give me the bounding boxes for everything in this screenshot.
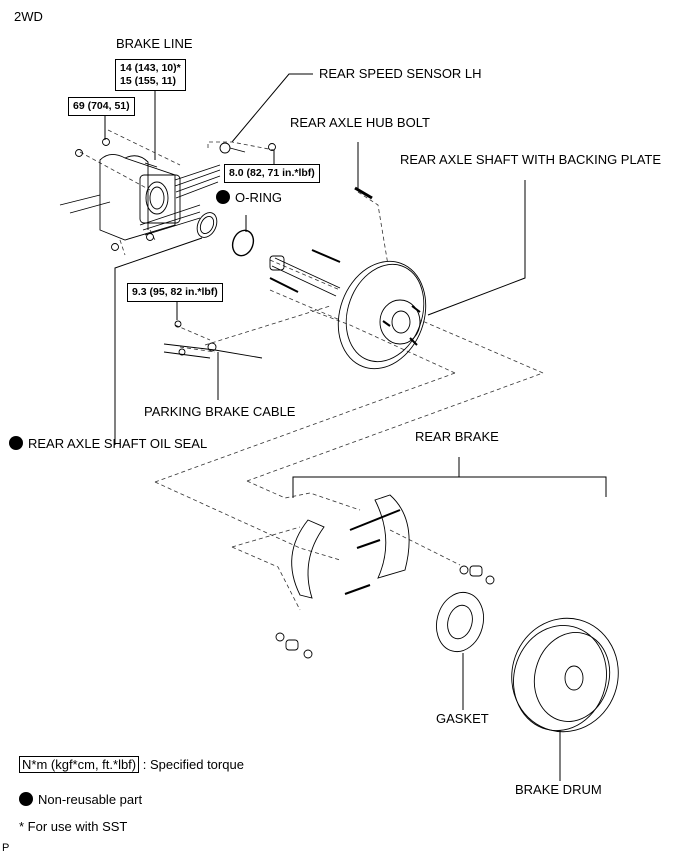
label-rear-axle-shaft-backing-plate: REAR AXLE SHAFT WITH BACKING PLATE [400, 152, 662, 167]
label-rear-speed-sensor: REAR SPEED SENSOR LH [319, 66, 482, 81]
torque-speed-sensor-bolt: 8.0 (82, 71 in.*lbf) [224, 164, 320, 184]
leader-rear-brake-bracket [292, 476, 607, 498]
torque-brake-line-sst: 14 (143, 10)* [120, 62, 181, 74]
leader-speed-sensor [231, 73, 313, 143]
o-ring-text: O-RING [235, 190, 282, 205]
legend-torque-unit: N*m (kgf*cm, ft.*lbf) [19, 756, 140, 773]
non-reusable-icon [9, 436, 23, 450]
torque-brake-line-std: 15 (155, 11) [120, 75, 177, 88]
oil-seal-text: REAR AXLE SHAFT OIL SEAL [28, 436, 208, 451]
torque-brake-line: 14 (143, 10)* 15 (155, 11) [115, 59, 186, 92]
footer-mark: P [2, 842, 10, 854]
leader-backing-plate [427, 180, 526, 316]
legend-torque: N*m (kgf*cm, ft.*lbf) : Specified torque [19, 756, 244, 773]
leader-oil-seal [114, 237, 203, 445]
legend-non-reusable: Non-reusable part [19, 792, 142, 806]
label-brake-drum: BRAKE DRUM [515, 782, 602, 797]
torque-parking-cable-bolt: 9.3 (95, 82 in.*lbf) [127, 283, 223, 303]
label-parking-brake-cable: PARKING BRAKE CABLE [144, 404, 296, 419]
legend-non-reusable-text: Non-reusable part [38, 792, 143, 807]
torque-nut: 69 (704, 51) [68, 97, 135, 117]
legend-torque-desc: : Specified torque [142, 757, 244, 772]
label-gasket: GASKET [436, 711, 489, 726]
variant-label: 2WD [14, 9, 43, 24]
legend-sst-note: * For use with SST [19, 819, 128, 834]
non-reusable-icon [216, 190, 230, 204]
axle-housing-drawing [59, 138, 619, 733]
label-rear-axle-hub-bolt: REAR AXLE HUB BOLT [290, 115, 430, 130]
label-brake-line: BRAKE LINE [116, 36, 193, 51]
label-rear-brake: REAR BRAKE [415, 429, 499, 444]
label-rear-axle-shaft-oil-seal: REAR AXLE SHAFT OIL SEAL [9, 436, 207, 450]
non-reusable-icon [19, 792, 33, 806]
label-o-ring: O-RING [216, 190, 282, 204]
